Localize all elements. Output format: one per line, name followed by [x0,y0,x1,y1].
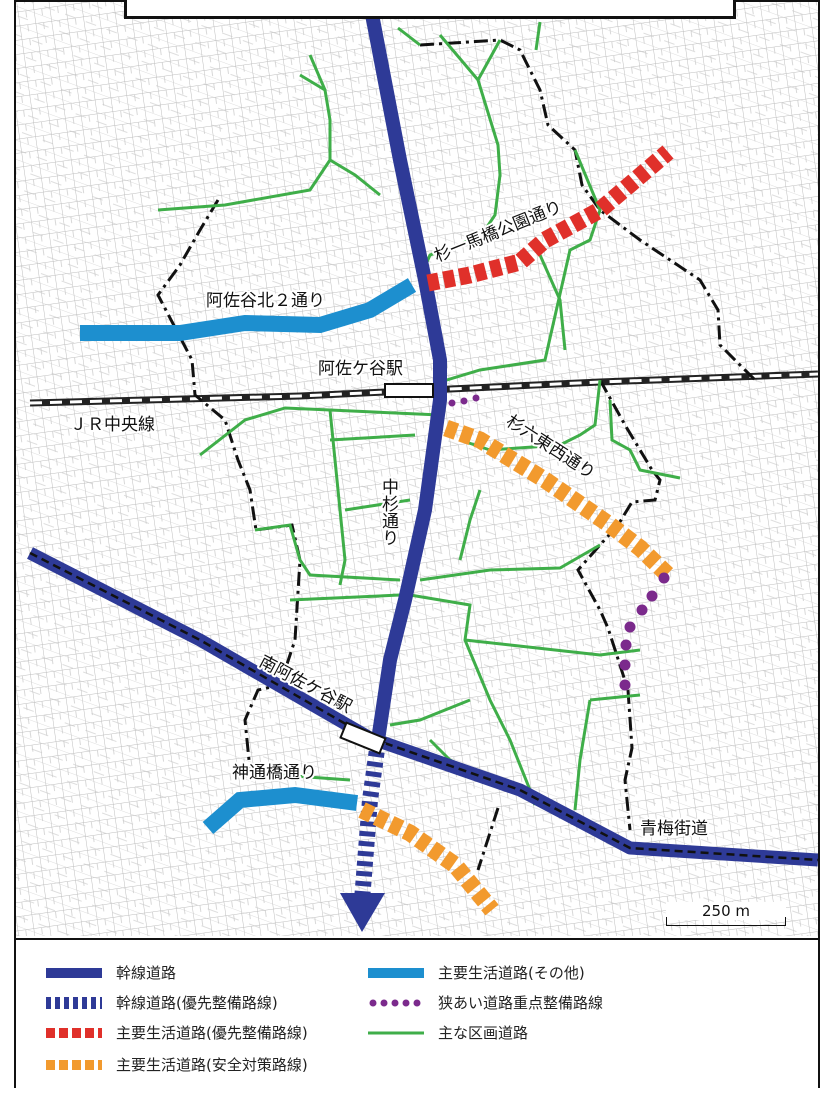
label-asagaya-kita-2: 阿佐谷北２通り [206,291,325,311]
legend-item-trunk-priority: 幹線道路(優先整備路線) [46,992,278,1013]
legend-item-main-other: 主要生活道路(その他) [368,962,585,983]
trunk-priority-road [340,740,386,932]
scale-label: 250 m [666,902,786,920]
label-nakasugi: 中杉通り [378,478,399,546]
legend-symbol-main-safety [46,1059,102,1070]
ome-kaido-trunk-road [27,547,818,867]
ward-roads [157,21,681,811]
sugi-mabashi-park-road [426,145,674,292]
legend-label: 狭あい道路重点整備路線 [438,994,604,1012]
legend-item-narrow: 狭あい道路重点整備路線 [368,992,603,1013]
label-jr-chuo: ＪＲ中央線 [70,415,155,435]
legend-symbol-main-other [368,967,424,978]
title-box [124,0,736,19]
legend-item-trunk: 幹線道路 [46,962,176,983]
legend-label: 幹線道路(優先整備路線) [116,994,278,1012]
legend: 幹線道路 幹線道路(優先整備路線) 主要生活道路(優先整備路線) 主要生活道路(… [16,938,818,1088]
road-map: 阿佐谷北２通り 杉一馬橋公園通り 阿佐ケ谷駅 ＪＲ中央線 杉六東西通り 中杉通り… [16,2,818,936]
legend-item-main-priority: 主要生活道路(優先整備路線) [46,1022,308,1043]
label-asagaya-station: 阿佐ケ谷駅 [318,359,403,379]
asagaya-kita-2-road [80,278,417,341]
label-shintsuhashi: 神通橋通り [232,763,317,783]
legend-label: 主要生活道路(その他) [438,964,585,982]
shintsuhashi-road [202,786,359,835]
legend-symbol-main-priority [46,1027,102,1038]
narrow-road-dots [448,394,670,691]
legend-label: 主要生活道路(安全対策路線) [116,1056,308,1074]
legend-label: 幹線道路 [116,964,177,982]
district-boundary [156,38,757,871]
south-safety-road [358,802,499,916]
street-grid-overlay [16,2,818,936]
jr-chuo-line [29,370,818,407]
scale-bar-line [666,917,786,926]
asagaya-station-icon [384,383,434,398]
nakasugi-trunk-road [363,2,447,742]
legend-symbol-ward [368,1031,424,1034]
legend-symbol-trunk [46,967,102,978]
legend-label: 主要生活道路(優先整備路線) [116,1024,308,1042]
legend-item-ward: 主な区画道路 [368,1022,528,1043]
legend-symbol-narrow [369,999,421,1006]
legend-item-main-safety: 主要生活道路(安全対策路線) [46,1054,308,1075]
minami-asagaya-station-icon [339,721,387,755]
legend-symbol-trunk-priority [46,996,102,1009]
label-ome-kaido: 青梅街道 [640,819,708,839]
scale-bar: 250 m [666,902,786,928]
sugidai-tozai-road [443,419,674,582]
legend-label: 主な区画道路 [438,1024,529,1042]
